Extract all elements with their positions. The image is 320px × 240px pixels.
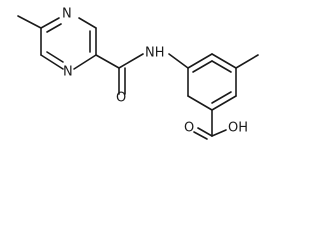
bond-benzene-c5-c6	[211, 53, 237, 69]
bond-benzene-c3-c4-inner	[211, 91, 232, 104]
atom-amide-oxygen: O	[116, 91, 126, 106]
bond-benzene-c3-c4	[211, 95, 237, 111]
bond-pyrazine-c6-n1-inner	[46, 51, 64, 63]
bond-acid-co-double	[193, 131, 208, 140]
atom-pyrazine-n-bottom: N	[63, 65, 73, 80]
atom-acid-hydroxyl: OH	[228, 121, 248, 136]
bond-acid-oh	[211, 129, 227, 137]
bond-benzene-c5-c6-inner	[211, 60, 232, 73]
bond-benzene-methyl	[235, 54, 259, 69]
bond-nh-ring	[168, 53, 189, 69]
bond-benzene-c6-c1-inner	[192, 60, 213, 73]
atom-amide-nh: NH	[145, 46, 165, 61]
bond-pyrazine-n1-c2	[73, 54, 97, 70]
bond-pyrazine-n4-c5-inner	[46, 23, 62, 33]
bond-benzene-c6-c1	[187, 53, 213, 69]
bond-pyrazine-methyl	[17, 15, 42, 29]
bond-acid-co	[197, 127, 213, 137]
structure-canvas: N N O NH OH O	[17, 6, 259, 140]
bond-pyrazine-c3-n4	[78, 17, 97, 29]
atom-acid-oxygen: O	[184, 121, 194, 136]
bond-benzene-c2-c3	[187, 95, 213, 111]
atom-pyrazine-n-top: N	[62, 7, 72, 22]
bond-pyrazine-carbonyl	[95, 54, 120, 69]
bond-pyrazine-c6-n1	[40, 54, 64, 70]
bond-pyrazine-n4-c5	[40, 17, 60, 29]
molecule-structure: N N O NH OH O	[17, 7, 259, 140]
bond-carbonyl-nh	[118, 53, 144, 69]
